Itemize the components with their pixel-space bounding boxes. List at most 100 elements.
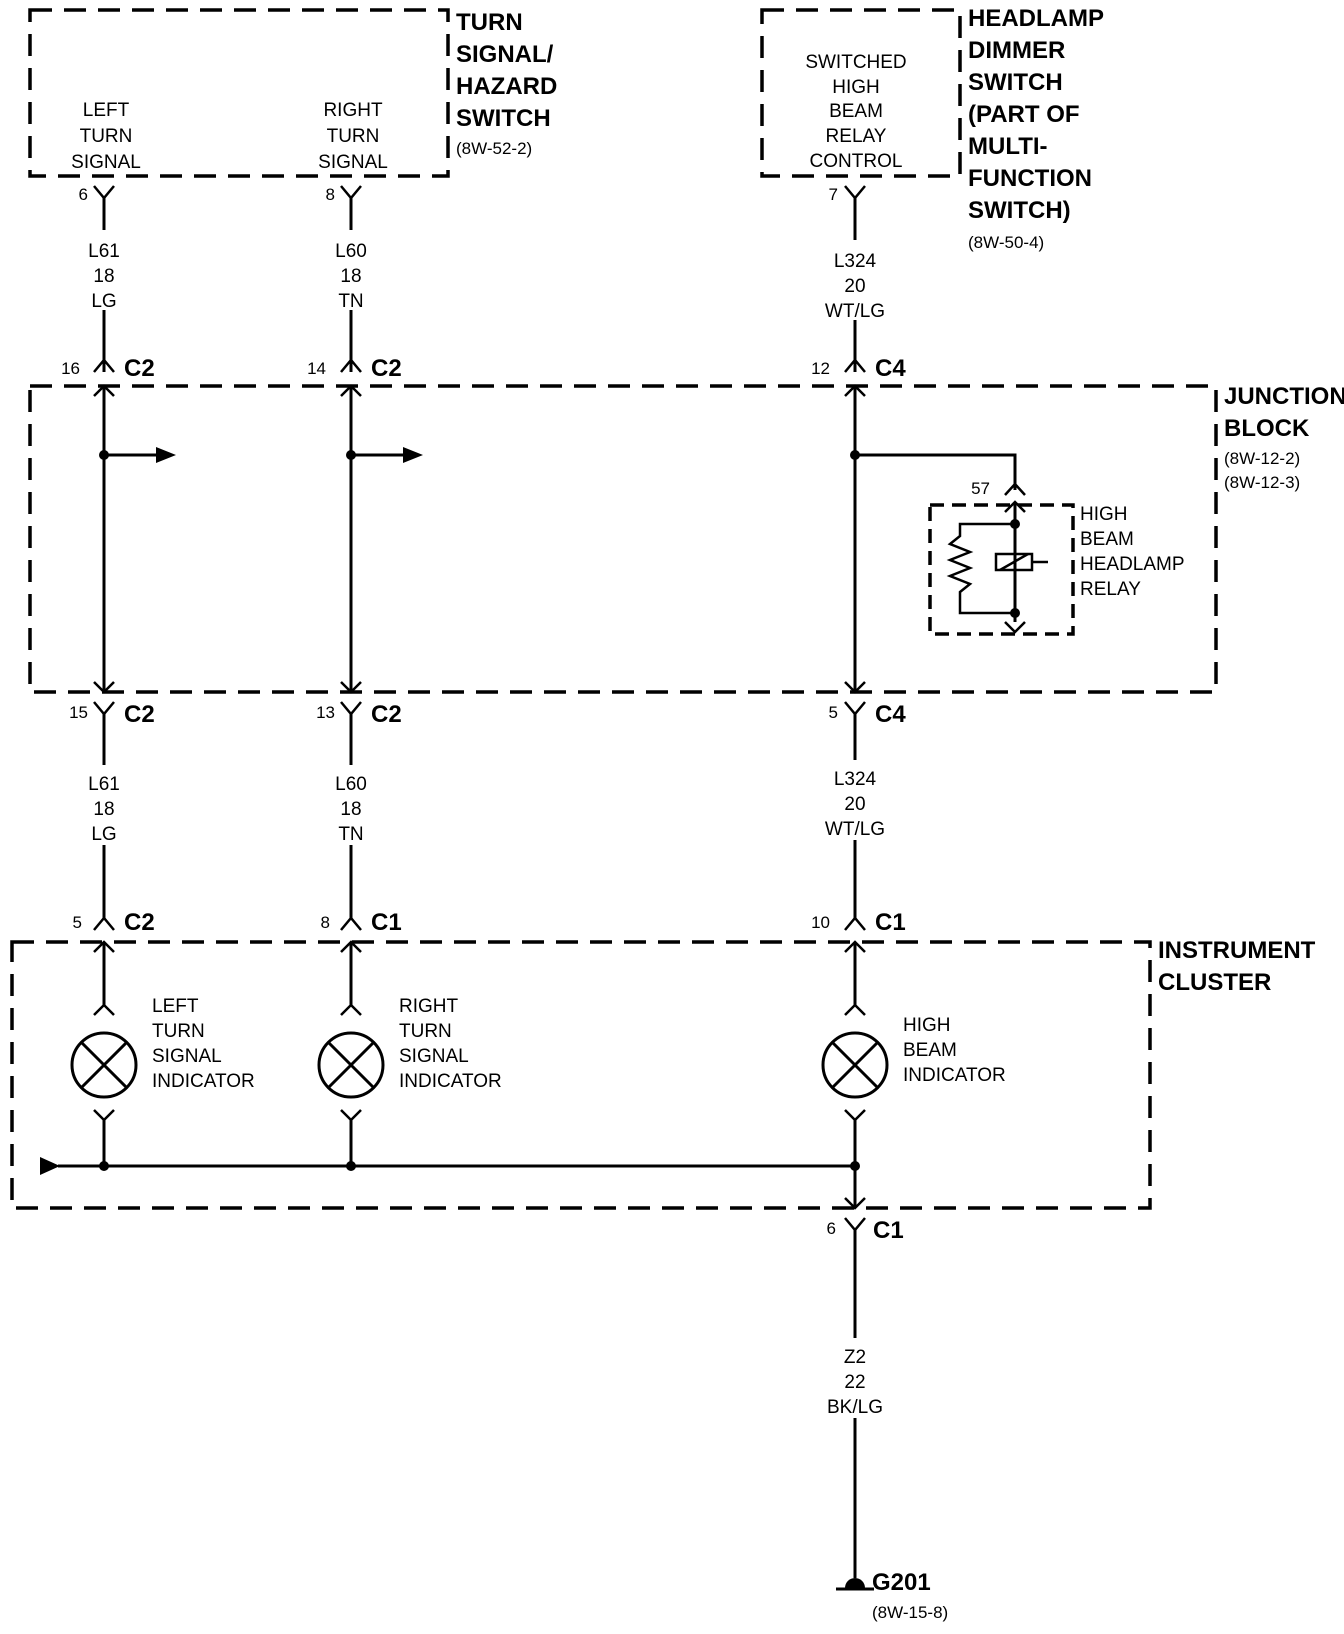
relay-coil-mark (999, 552, 1048, 572)
wire-z2-gauge: 22 (844, 1372, 865, 1393)
jb-arrow-mid-icon (403, 447, 423, 463)
junction-block-title-1: JUNCTION (1224, 383, 1344, 410)
cluster-mid-pin: 8 (321, 913, 330, 932)
junction-block-box (28, 384, 1218, 694)
dimmer-connector-icon (844, 185, 866, 200)
wire-l60-lower-gauge: 18 (340, 799, 361, 820)
cluster-left-conn: C2 (124, 909, 155, 936)
jb-top-left-pin: 16 (61, 359, 80, 378)
cluster-ground-pin: 6 (827, 1219, 836, 1238)
cluster-lamp-returns (102, 1120, 857, 1208)
dimmer-title-2: DIMMER (968, 37, 1065, 64)
lower-wires: L61 18 LG L60 18 TN L324 20 WT/LG (88, 714, 885, 918)
relay-label-2: BEAM (1080, 529, 1134, 550)
ground-ref: (8W-15-8) (872, 1603, 948, 1622)
cluster-title-2: CLUSTER (1158, 969, 1271, 996)
wire-l61-upper-color: LG (91, 291, 116, 312)
dimmer-label-1: SWITCHED (805, 52, 906, 73)
wire-l61-upper-gauge: 18 (93, 266, 114, 287)
turn-signal-hazard-switch: TURN SIGNAL/ HAZARD SWITCH (8W-52-2) LEF… (28, 8, 557, 204)
left-turn-signal-label-1: LEFT (83, 100, 130, 121)
turn-switch-title-2: SIGNAL/ (456, 41, 554, 68)
wire-l61-lower-gauge: 18 (93, 799, 114, 820)
wire-l60-upper-color: TN (338, 291, 363, 312)
wire-l60-lower-id: L60 (335, 774, 367, 795)
cluster-top-connector-icons (93, 916, 866, 931)
jb-bot-left-conn: C2 (124, 701, 155, 728)
wire-l324-upper-color: WT/LG (825, 301, 885, 322)
relay-label-1: HIGH (1080, 504, 1128, 525)
dimmer-pin: 7 (829, 185, 838, 204)
right-turn-signal-label-3: SIGNAL (318, 152, 388, 173)
cluster-box (10, 940, 1152, 1210)
high-beam-indicator-label-1: HIGH (903, 1015, 951, 1036)
jb-top-left-conn: C2 (124, 355, 155, 382)
lamp-right-icon (317, 1031, 385, 1099)
dimmer-label-4: RELAY (826, 126, 887, 147)
jb-bottom-inner-connector-icons (93, 681, 866, 694)
right-turn-signal-label-1: RIGHT (323, 100, 383, 121)
left-turn-signal-label-3: SIGNAL (71, 152, 141, 173)
jb-top-connector-icons (93, 358, 866, 373)
jb-top-mid-pin: 14 (307, 359, 326, 378)
ground-name: G201 (872, 1569, 931, 1596)
dimmer-title-1: HEADLAMP (968, 5, 1104, 32)
jb-bot-right-pin: 5 (829, 703, 838, 722)
turn-switch-title-4: SWITCH (456, 105, 551, 132)
cluster-right-conn: C1 (875, 909, 906, 936)
ground-circuit: Z2 22 BK/LG G201 (8W-15-8) (827, 1230, 948, 1622)
left-indicator-label-3: SIGNAL (152, 1046, 222, 1067)
cluster-mid-conn: C1 (371, 909, 402, 936)
lamp-left-icon (70, 1031, 138, 1099)
instrument-cluster: INSTRUMENT CLUSTER 5 C2 8 C1 10 C1 LEFT … (10, 909, 1316, 1244)
relay-bottom-arrow-icon (1004, 621, 1026, 634)
cluster-lamp-bottom-icons (93, 1109, 866, 1122)
wire-z2-color: BK/LG (827, 1397, 883, 1418)
dimmer-switch-box (760, 8, 962, 178)
junction-block-ref-2: (8W-12-3) (1224, 473, 1300, 492)
cluster-ground-connector-icon (844, 1217, 866, 1232)
wire-z2-id: Z2 (844, 1347, 866, 1368)
jb-top-right-pin: 12 (811, 359, 830, 378)
jb-top-mid-conn: C2 (371, 355, 402, 382)
cluster-top-inner-connector-icons (93, 940, 866, 953)
wire-l60-lower-color: TN (338, 824, 363, 845)
cluster-bus-arrow-icon (40, 1157, 60, 1175)
relay-connector-icon (1004, 482, 1026, 496)
jb-arrow-left-icon (156, 447, 176, 463)
jb-bot-mid-conn: C2 (371, 701, 402, 728)
relay-pin: 57 (971, 479, 990, 498)
dimmer-title-3: SWITCH (968, 69, 1063, 96)
cluster-ground-inner-icon (844, 1197, 866, 1210)
left-indicator-label-1: LEFT (152, 996, 199, 1017)
dimmer-title-7: SWITCH) (968, 197, 1071, 224)
relay-label-3: HEADLAMP (1080, 554, 1185, 575)
wire-l60-upper-gauge: 18 (340, 266, 361, 287)
turn-switch-title-3: HAZARD (456, 73, 557, 100)
lamp-high-beam-icon (821, 1031, 889, 1099)
turn-switch-connector-icon (93, 185, 362, 200)
junction-block-ref-1: (8W-12-2) (1224, 449, 1300, 468)
upper-wires: L61 18 LG L60 18 TN L324 20 WT/LG (88, 198, 885, 372)
wire-l324-lower-color: WT/LG (825, 819, 885, 840)
left-indicator-label-4: INDICATOR (152, 1071, 255, 1092)
dimmer-ref: (8W-50-4) (968, 233, 1044, 252)
dimmer-title-6: FUNCTION (968, 165, 1092, 192)
right-indicator-label-1: RIGHT (399, 996, 459, 1017)
jb-bot-left-pin: 15 (69, 703, 88, 722)
turn-switch-title-1: TURN (456, 9, 523, 36)
cluster-left-pin: 5 (73, 913, 82, 932)
relay-box (928, 503, 1075, 636)
cluster-right-pin: 10 (811, 913, 830, 932)
wire-l324-upper-gauge: 20 (844, 276, 865, 297)
right-indicator-label-4: INDICATOR (399, 1071, 502, 1092)
left-indicator-label-2: TURN (152, 1021, 205, 1042)
wire-l61-lower-color: LG (91, 824, 116, 845)
left-turn-signal-label-2: TURN (80, 126, 133, 147)
turn-switch-ref: (8W-52-2) (456, 139, 532, 158)
bus-splice-right (850, 1161, 860, 1171)
jb-bot-right-conn: C4 (875, 701, 906, 728)
relay-resistor-icon (946, 522, 1015, 615)
high-beam-indicator-label-3: INDICATOR (903, 1065, 1006, 1086)
